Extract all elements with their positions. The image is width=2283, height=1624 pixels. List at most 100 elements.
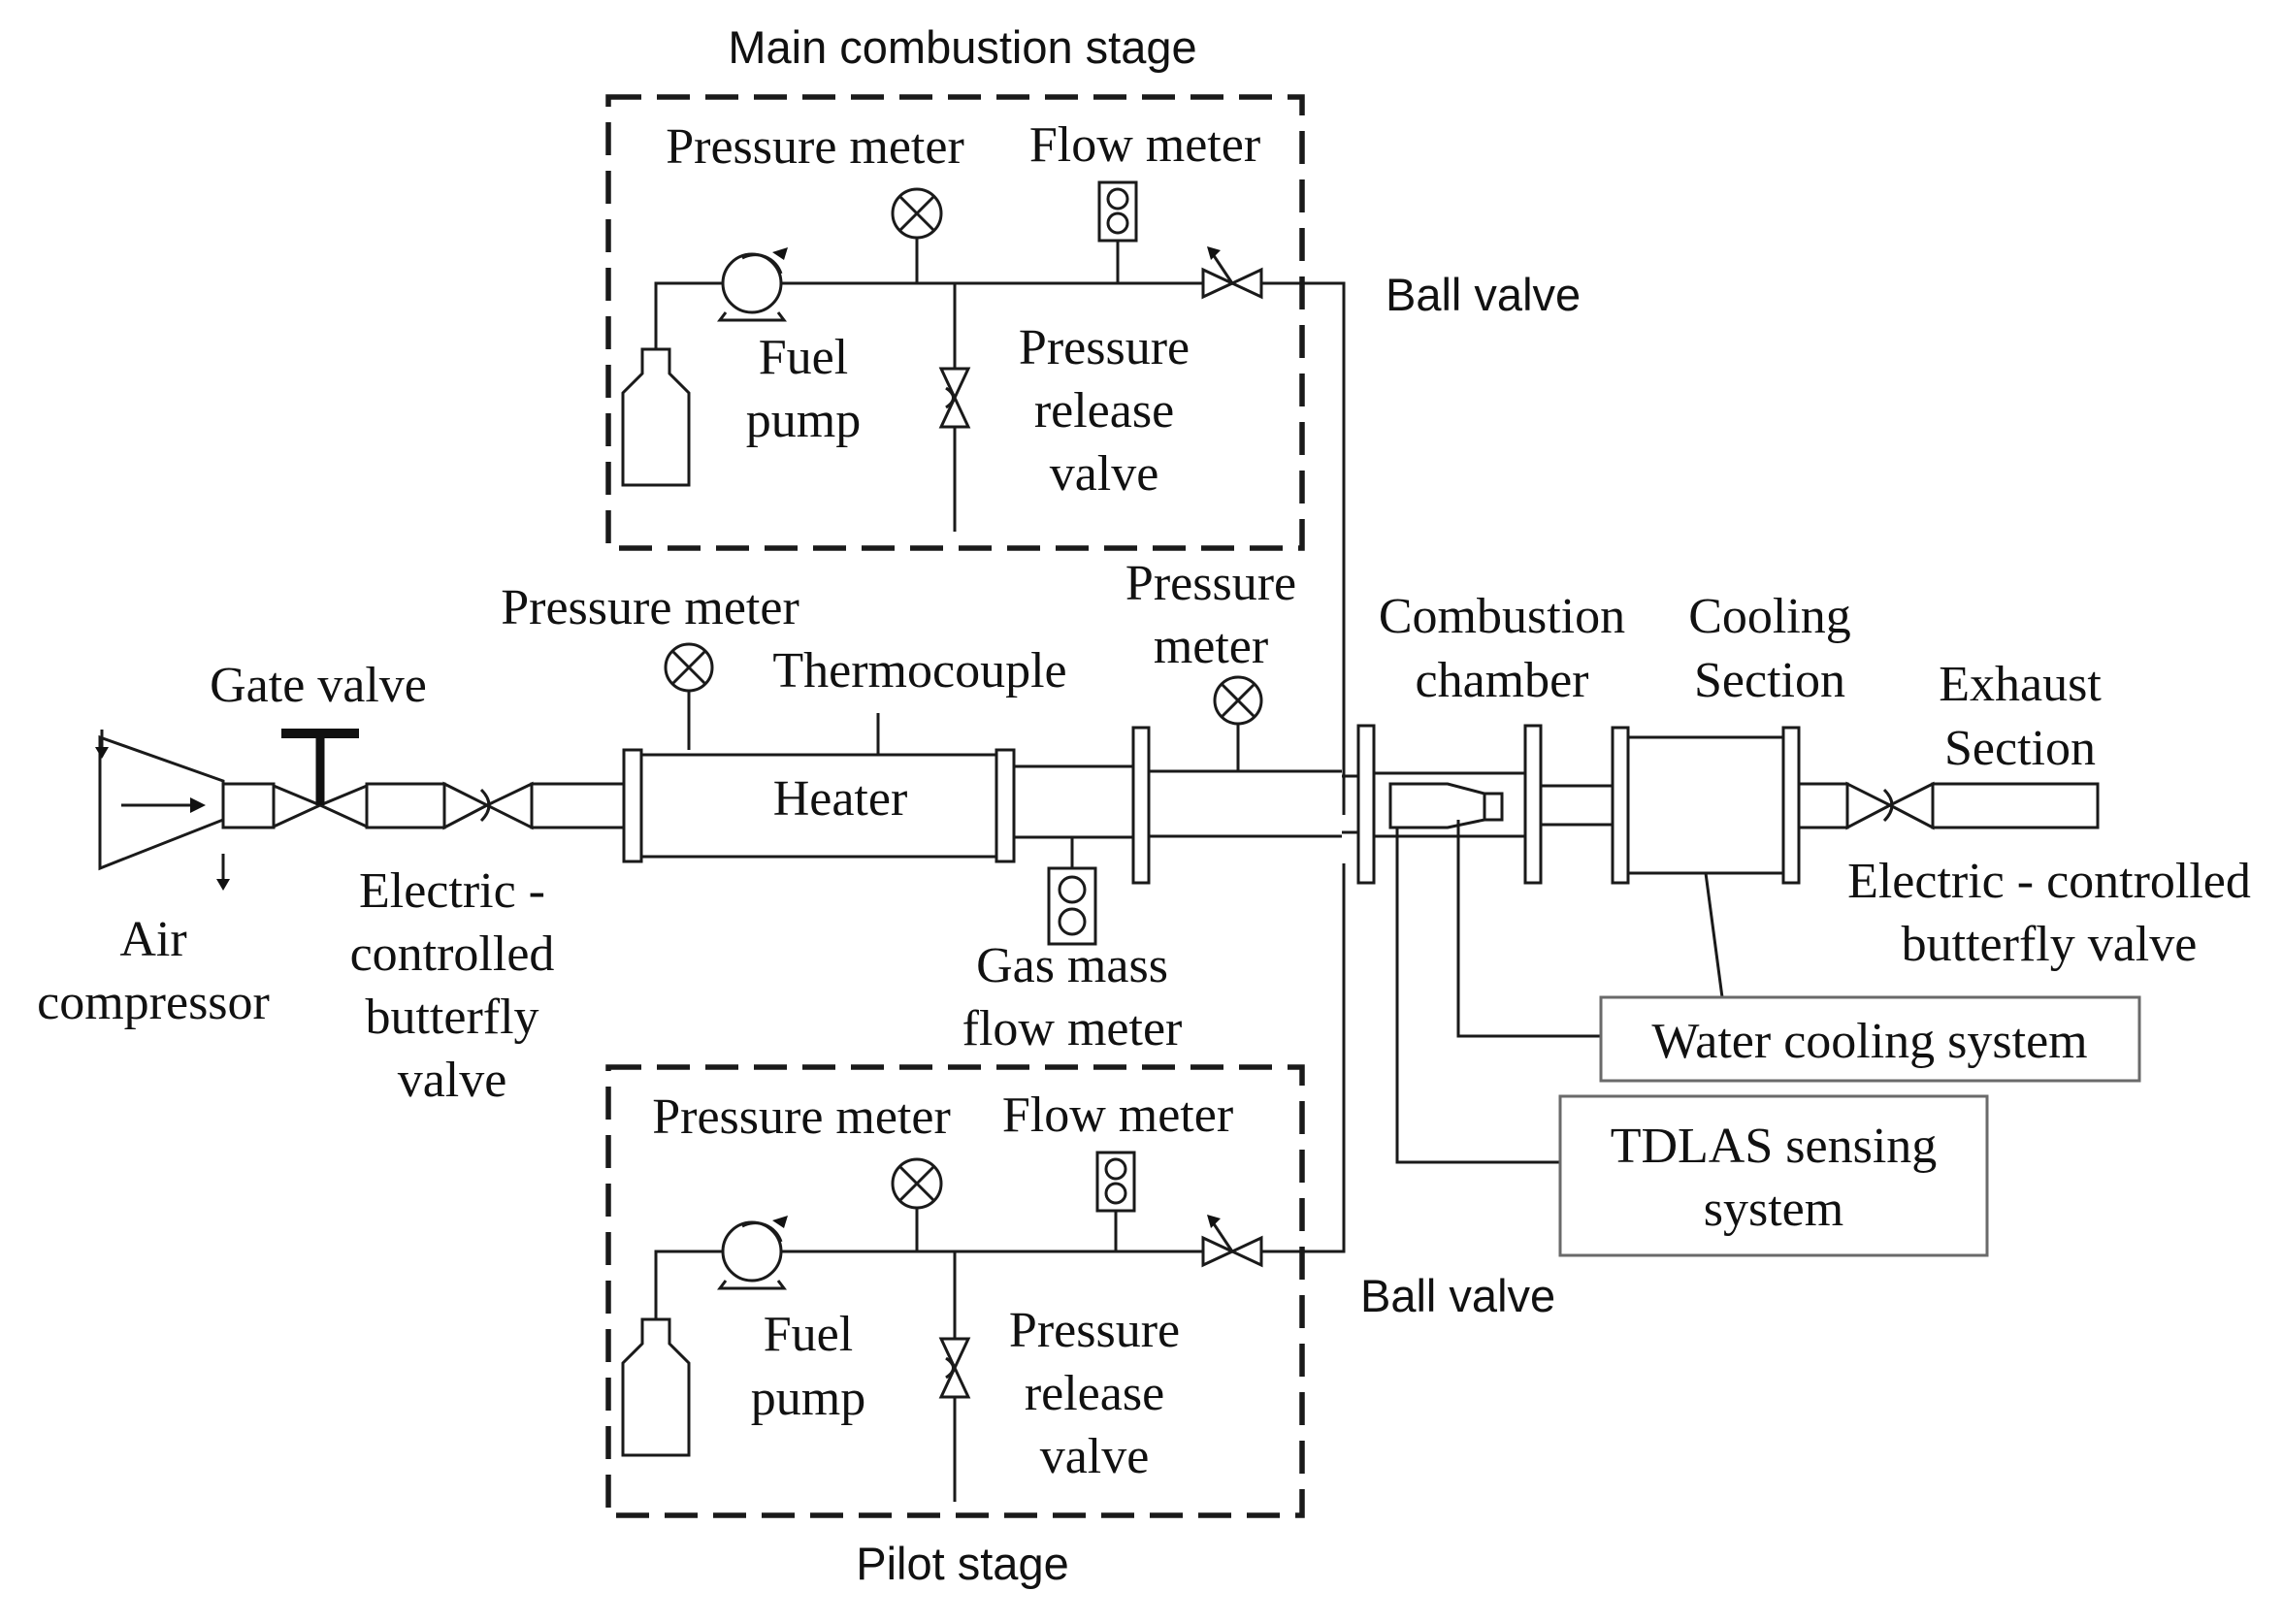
main-pump-base [717, 311, 787, 322]
cooling-section-label-1: Cooling [1688, 589, 1851, 644]
cooling-section-label-2: Section [1694, 653, 1845, 708]
combustion-chamber-label-2: chamber [1415, 653, 1588, 708]
tdlas-label-1: TDLAS sensing [1611, 1119, 1938, 1174]
compressor-outlet-pipe [221, 782, 276, 829]
main-ball-valve-label: Ball valve [1386, 269, 1581, 320]
main-pump-body [721, 252, 783, 314]
main-fuel-pump [717, 247, 788, 322]
fuel-injection-stubs [1342, 774, 1358, 834]
pilot-release-label-3: valve [1040, 1429, 1150, 1484]
combustion-chamber-label-1: Combustion [1379, 589, 1625, 644]
flange-1 [1131, 726, 1151, 885]
main-release-label-1: Pressure [1019, 320, 1190, 375]
pilot-pressure-meter-label: Pressure meter [652, 1089, 951, 1145]
gate-valve-label: Gate valve [210, 658, 427, 713]
heater-pressure-meter [664, 642, 714, 750]
water-cooling-label: Water cooling system [1651, 1014, 2087, 1069]
pilot-flow-meter [1095, 1151, 1136, 1251]
main-release-label-2: release [1034, 383, 1174, 438]
exhaust-outlet [1931, 782, 2100, 829]
gate-valve-outlet-pipe [365, 782, 446, 829]
chamber-to-cooling-pipe [1541, 784, 1613, 827]
heater [622, 748, 1016, 863]
cooling-flange-right [1781, 726, 1801, 885]
duct-pressure-meter [1213, 675, 1263, 771]
combustion-chamber-duct [1374, 771, 1525, 838]
main-release-label-3: valve [1050, 446, 1159, 502]
exhaust-section-label-2: Section [1944, 721, 2096, 776]
main-pressure-meter [891, 187, 943, 283]
tdlas-label-2: system [1704, 1182, 1843, 1237]
pre-chamber-duct [1149, 769, 1342, 838]
main-stage-boundary [605, 94, 1305, 551]
cooling-flange-left [1611, 726, 1630, 885]
exhaust-section-label-1: Exhaust [1939, 657, 2102, 712]
inlet-valve-label-1: Electric - [359, 863, 545, 919]
pilot-stage-title: Pilot stage [856, 1538, 1068, 1589]
heater-pressure-meter-label: Pressure meter [501, 580, 799, 635]
pilot-feed-line [1261, 863, 1346, 1253]
main-stage-title: Main combustion stage [728, 21, 1196, 73]
air-compressor [95, 730, 230, 891]
pilot-pressure-release-valve [938, 1251, 971, 1502]
cooling-connection [1704, 872, 1724, 998]
air-compressor-label-2: compressor [37, 975, 270, 1030]
main-pump-arrow [741, 253, 783, 275]
inlet-valve-label-3: butterfly [365, 990, 538, 1045]
cooling-section [1626, 735, 1785, 875]
tdlas-line [1395, 828, 1560, 1164]
pilot-release-label-2: release [1025, 1366, 1164, 1421]
main-pressure-meter-label: Pressure meter [666, 119, 964, 175]
gas-mass-flow-label-1: Gas mass [976, 938, 1168, 993]
gas-mass-flow-label-2: flow meter [962, 1001, 1183, 1056]
heater-label: Heater [773, 771, 908, 827]
heater-inlet-pipe [530, 782, 626, 829]
gas-mass-flow-meter [1047, 837, 1097, 946]
duct-pressure-label-2: meter [1154, 619, 1268, 674]
tdlas-sensing-system-box [1558, 1094, 1989, 1257]
pilot-fuel-pump [717, 1216, 788, 1290]
main-pump-arrowhead [772, 247, 788, 260]
pilot-pump-label: pump [751, 1371, 865, 1426]
duct-pressure-label-1: Pressure [1125, 556, 1296, 611]
main-feed-line [1261, 281, 1346, 815]
main-flow-meter-label: Flow meter [1029, 117, 1260, 173]
main-pump-label: pump [746, 393, 861, 448]
pilot-release-label-1: Pressure [1009, 1303, 1180, 1358]
pilot-ball-valve-label: Ball valve [1360, 1270, 1555, 1321]
fuel-injector [1388, 782, 1486, 829]
pilot-stage: Pilot stage Pressure meter Flow meter Ba… [605, 863, 1555, 1589]
inlet-butterfly-valve [442, 781, 534, 830]
water-cooling-system-box [1599, 995, 2141, 1083]
water-cooling-line [1456, 820, 1601, 1038]
pilot-tank-pipe [654, 1250, 723, 1319]
main-fuel-tank [621, 347, 691, 487]
pilot-pressure-meter [891, 1157, 943, 1251]
pilot-fuel-tank [621, 1317, 691, 1457]
main-pressure-release-valve [938, 283, 971, 532]
injector-tip [1483, 792, 1504, 822]
flange-2 [1356, 724, 1376, 885]
main-combustion-stage: Main combustion stage Pressure meter Flo… [605, 21, 1581, 815]
heater-outlet-pipe [1014, 764, 1133, 839]
inlet-valve-label-2: controlled [350, 926, 555, 982]
exhaust-pipe [1797, 782, 1849, 829]
pilot-flow-meter-label: Flow meter [1002, 1088, 1233, 1143]
main-ball-valve [1201, 246, 1263, 300]
pilot-ball-valve [1201, 1215, 1263, 1268]
exhaust-valve-label-2: butterfly valve [1902, 917, 2198, 972]
air-compressor-label-1: Air [119, 912, 186, 967]
main-tank-pipe [654, 281, 723, 349]
flange-3 [1523, 724, 1543, 885]
gate-valve [272, 729, 369, 829]
air-supply-line: Pressure meter Thermocouple Heater Press… [37, 556, 2251, 1257]
inlet-valve-label-4: valve [398, 1053, 507, 1108]
main-flow-meter [1097, 180, 1138, 283]
pilot-fuel-label: Fuel [764, 1307, 853, 1362]
exhaust-valve-label-1: Electric - controlled [1847, 854, 2251, 909]
pilot-stage-boundary [605, 1064, 1305, 1518]
main-fuel-label: Fuel [759, 330, 848, 385]
exhaust-butterfly-valve [1845, 781, 1935, 830]
